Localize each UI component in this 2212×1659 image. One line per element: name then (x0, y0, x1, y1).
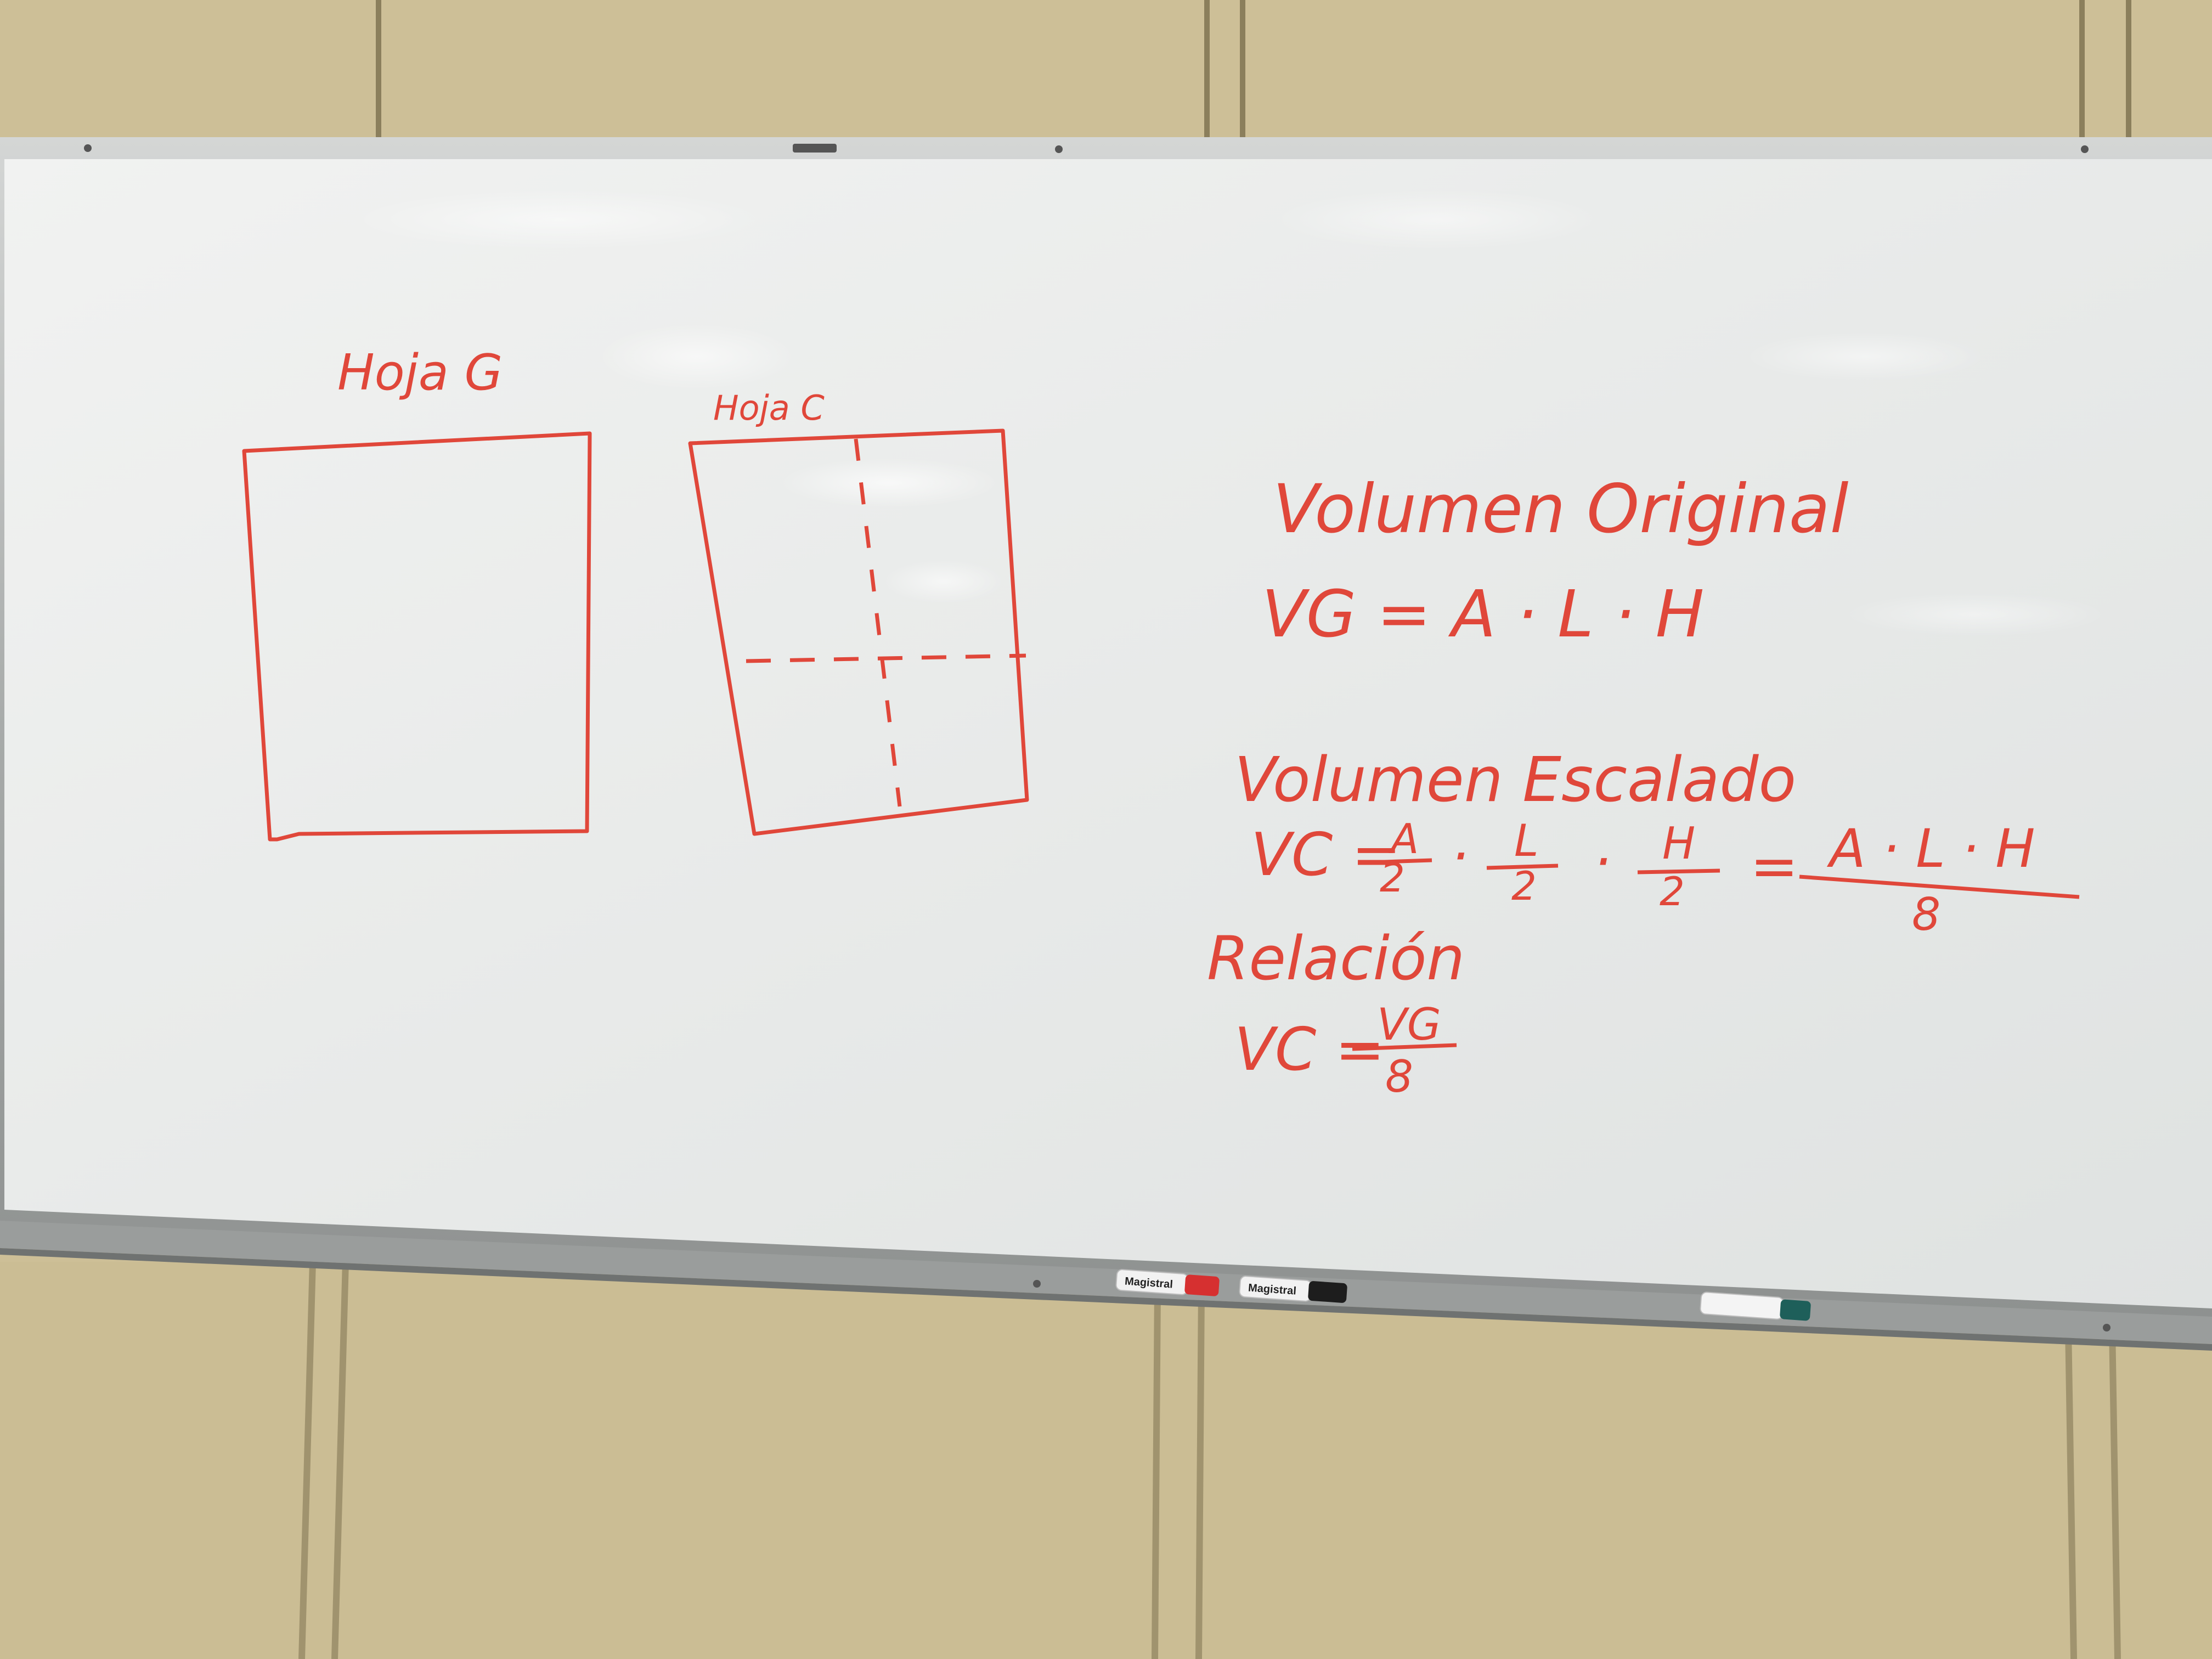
glare-reflections (351, 189, 2107, 636)
frac-h-numerator: H (1662, 818, 1695, 869)
wall-seams-upper (376, 0, 2131, 137)
dot-1: · (1451, 824, 1469, 888)
sheet-c-label: Hoja C (713, 388, 825, 428)
sheet-c-fold-vertical (854, 438, 902, 807)
original-volume-title: Volumen Original (1273, 470, 1849, 548)
board-surface (4, 159, 2212, 1308)
frac-l-numerator: L (1514, 815, 1539, 866)
sheet-c-fold-horizontal (746, 653, 1026, 663)
equals-sign: = (1750, 833, 1798, 900)
result-numerator: A · L · H (1826, 818, 2035, 879)
wall-seams-lower (298, 1261, 2121, 1659)
marker-red[interactable]: Magistral (1115, 1269, 1220, 1297)
frac-l-denominator: 2 (1511, 863, 1537, 909)
dot-2: · (1594, 830, 1611, 894)
scaled-volume-title: Volumen Escalado (1234, 744, 1796, 816)
sheet-g-label: Hoja G (337, 344, 503, 402)
result-denominator: 8 (1912, 889, 1940, 941)
marker-tray (0, 1221, 2212, 1344)
scaled-lhs: VC = (1251, 821, 1401, 889)
marker-teal[interactable] (1700, 1291, 1811, 1321)
relation-numerator: VG (1377, 999, 1441, 1050)
relation-denominator: 8 (1385, 1051, 1413, 1102)
marker-black[interactable]: Magistral (1239, 1276, 1347, 1304)
frac-a-denominator: 2 (1380, 855, 1405, 901)
sheet-c-outline (688, 428, 1029, 836)
scaled-volume-formula: VC = A 2 · L 2 · H 2 = A · L · H 8 (1251, 815, 2080, 941)
original-volume-formula: VG = A · L · H (1262, 576, 1704, 652)
relation-formula: VC = VG 8 (1234, 999, 1457, 1102)
frac-a-numerator: A (1389, 815, 1419, 863)
frac-h-denominator: 2 (1660, 868, 1685, 915)
relation-title: Relación (1207, 923, 1465, 994)
sheet-g-outline (242, 431, 592, 842)
frame-screws (84, 144, 2111, 1331)
